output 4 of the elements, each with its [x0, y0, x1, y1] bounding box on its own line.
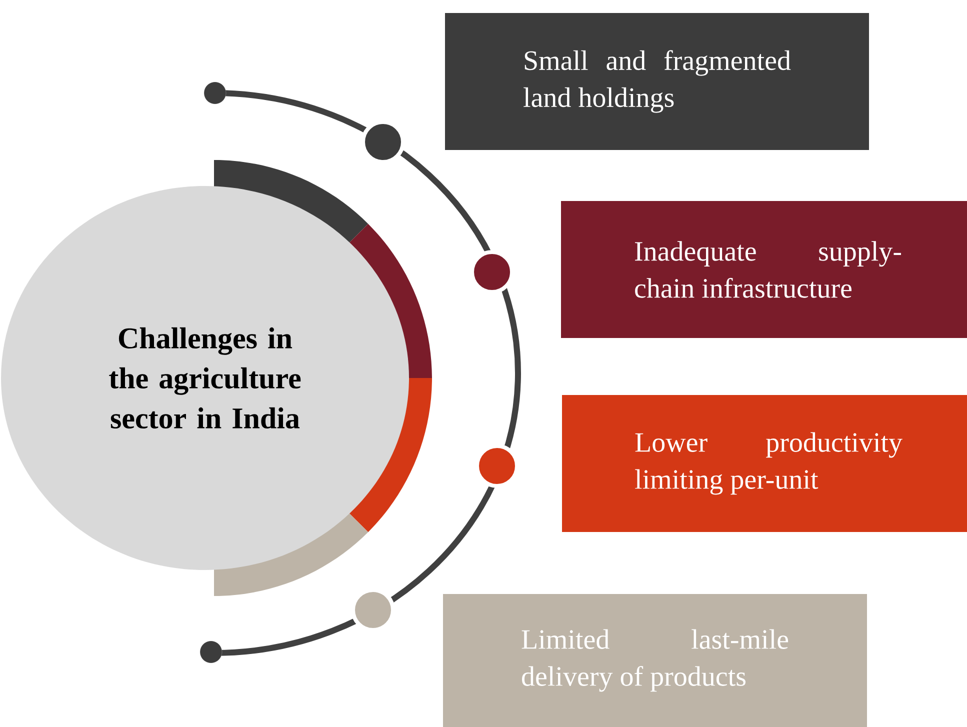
challenge-box: Lower productivity limiting per-unit — [562, 394, 967, 532]
challenge-box: Small and fragmented land holdings — [445, 12, 869, 150]
challenge-box: Limited last-mile delivery of products — [443, 594, 867, 727]
challenge-box: Inadequate supply-chain infrastructure — [561, 200, 967, 338]
